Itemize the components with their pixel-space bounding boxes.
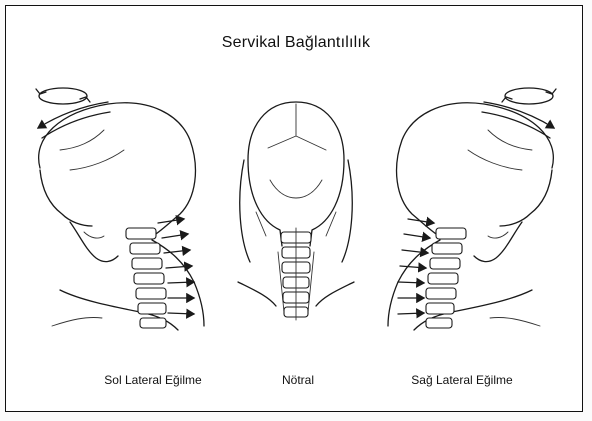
force-arrow-icons-right	[398, 219, 434, 314]
right-lateral-flexion-figure	[388, 88, 556, 330]
caption-left-lateral-flexion: Sol Lateral Eğilme	[78, 373, 228, 387]
caption-neutral: Nötral	[262, 373, 334, 387]
rotation-arrow-icon-right	[502, 88, 556, 104]
cervical-spine-center	[281, 228, 311, 320]
rotation-arrow-icon-left	[36, 88, 90, 104]
cervical-spine-left	[126, 228, 166, 328]
force-arrow-icons-left	[158, 219, 194, 314]
caption-right-lateral-flexion: Sağ Lateral Eğilme	[392, 373, 532, 387]
cervical-spine-right	[426, 228, 466, 328]
left-lateral-flexion-figure	[36, 88, 204, 330]
neutral-figure	[238, 102, 354, 320]
